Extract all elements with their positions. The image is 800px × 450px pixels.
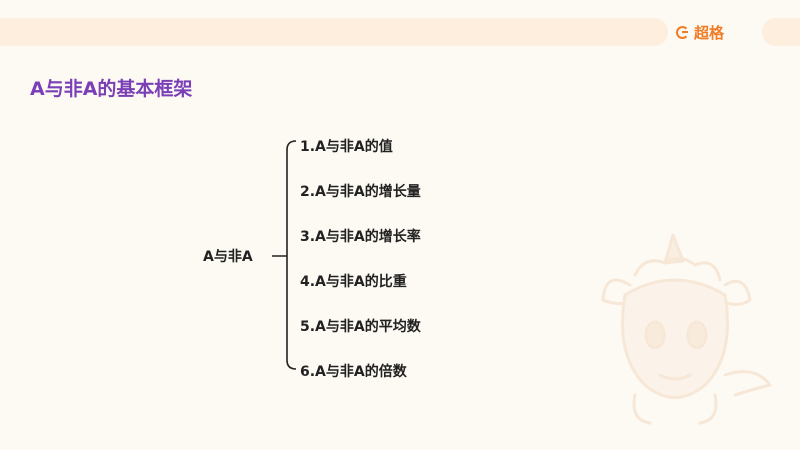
header-right-tab [762,18,800,46]
branch-item-average: 5.A与非A的平均数 [300,319,421,335]
header-bar [0,18,668,46]
branch-item-value: 1.A与非A的值 [300,139,393,155]
branch-item-increase: 2.A与非A的增长量 [300,184,421,200]
g-logo-icon [676,25,689,39]
branch-item-growth-rate: 3.A与非A的增长率 [300,229,421,245]
branch-item-multiple: 6.A与非A的倍数 [300,364,407,380]
unicorn-mascot-icon [601,233,772,425]
brand-logo: 超格 [676,18,760,46]
page-title: A与非A的基本框架 [30,78,193,100]
logo-text: 超格 [694,23,725,42]
branch-item-proportion: 4.A与非A的比重 [300,274,407,290]
diagram-root: A与非A [203,249,253,265]
